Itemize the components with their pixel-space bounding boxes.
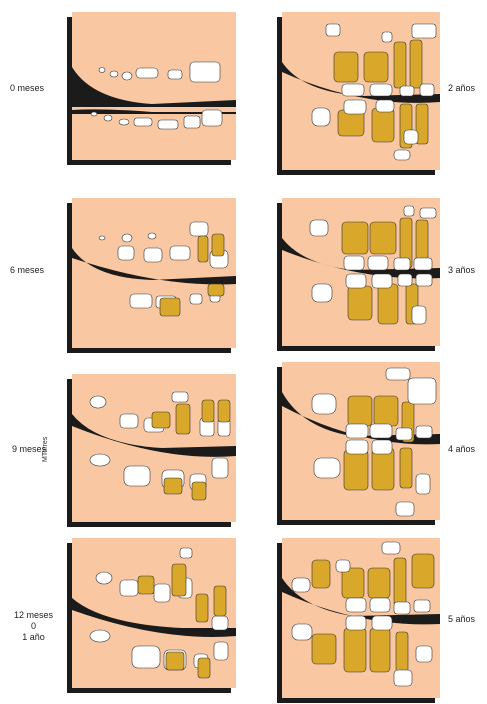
age-label-4-anos: 4 años [448,444,475,455]
jaw-illustration-12-meses [72,538,236,688]
jaw-illustration-6-meses [72,198,236,348]
age-label-12-meses-line1: 12 meses [14,610,53,621]
jaw-illustration-4-anos [282,362,440,520]
jaw-panel-0-meses [72,12,236,160]
age-label-12-meses-line2: 0 [31,621,36,632]
jaw-illustration-0-meses [72,12,236,160]
jaw-panel-5-anos [282,538,440,698]
jaw-panel-2-anos [282,12,440,170]
jaw-panel-4-anos [282,362,440,520]
age-label-12-meses: 12 meses 0 1 año [14,610,53,643]
jaw-panel-6-meses [72,198,236,348]
age-label-12-meses-line3: 1 año [22,632,45,643]
jaw-illustration-2-anos [282,12,440,170]
jaw-illustration-9-meses [72,374,236,522]
jaw-illustration-3-anos [282,198,440,346]
age-label-0-meses: 0 meses [10,83,44,94]
jaw-illustration-5-anos [282,538,440,698]
age-label-6-meses: 6 meses [10,265,44,276]
illustrator-credit: MTorres [42,437,49,462]
age-label-5-anos: 5 años [448,614,475,625]
jaw-panel-3-anos [282,198,440,346]
age-label-2-anos: 2 años [448,83,475,94]
age-label-9-meses: 9 meses [12,444,46,455]
age-label-3-anos: 3 años [448,265,475,276]
jaw-panel-12-meses [72,538,236,688]
jaw-panel-9-meses [72,374,236,522]
